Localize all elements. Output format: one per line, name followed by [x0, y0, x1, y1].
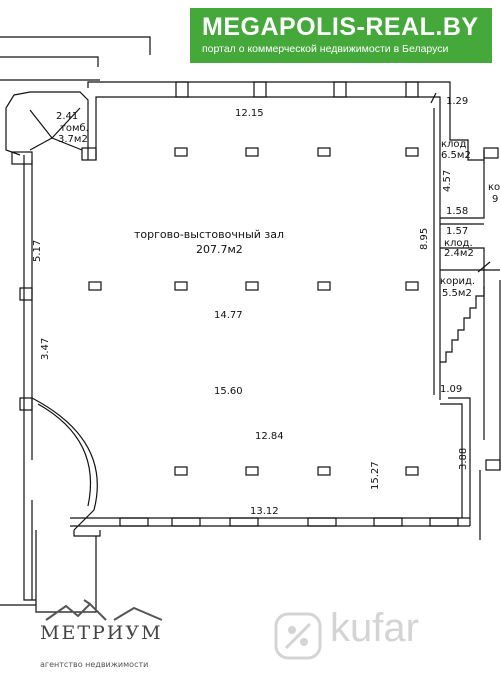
window — [11, 151, 33, 165]
door-leaf — [73, 509, 95, 531]
column — [317, 147, 331, 157]
dim-12-84: 12.84 — [255, 431, 284, 442]
site-tagline: портал о коммерческой недвижимости в Бел… — [202, 43, 449, 55]
stairs — [440, 286, 485, 363]
column — [174, 466, 188, 476]
column — [174, 281, 188, 291]
window — [19, 287, 33, 301]
edge-label-ko: ко — [488, 182, 500, 193]
corridor-name: корид. — [440, 276, 475, 287]
window — [119, 517, 149, 527]
column — [317, 281, 331, 291]
dim-1-29: 1.29 — [446, 96, 468, 107]
storage2-name: клод. — [444, 238, 473, 249]
storage1-name: клод. — [441, 139, 470, 150]
dim-3-88: 3.88 — [458, 448, 469, 470]
wall-right-lower-inner — [440, 403, 463, 518]
site-banner[interactable]: MEGAPOLIS-REAL.BY портал о коммерческой … — [190, 8, 492, 63]
edge-label-9: 9 — [492, 194, 498, 205]
column — [245, 147, 259, 157]
wall-bottom-outer — [73, 530, 101, 537]
dim-4-57: 4.57 — [442, 170, 453, 192]
dim-1-57: 1.57 — [446, 226, 468, 237]
storage2-area: 2.4м2 — [444, 248, 474, 259]
window — [81, 147, 97, 161]
tambour-diagonal-2 — [29, 137, 83, 151]
agency-name: МЕТРИУМ — [40, 622, 163, 644]
dim-1-09: 1.09 — [440, 384, 462, 395]
site-name: MEGAPOLIS-REAL.BY — [202, 13, 479, 41]
entrance-step — [35, 530, 97, 613]
storage1-area: 6.5м2 — [441, 150, 471, 161]
column — [405, 466, 419, 476]
tambour-wall-2 — [5, 94, 21, 156]
dim-2-41: 2.41 — [56, 111, 78, 122]
dim-1-58: 1.58 — [446, 206, 468, 217]
dim-13-12: 13.12 — [250, 506, 279, 517]
dim-15-27: 15.27 — [370, 461, 381, 490]
agency-subtitle: агентство недвижимости — [40, 660, 149, 669]
column — [405, 281, 419, 291]
corridor-area: 5.5м2 — [442, 288, 472, 299]
wall-top-inner — [95, 96, 441, 160]
dim-15-60: 15.60 — [214, 386, 243, 397]
column — [405, 147, 419, 157]
tambour-area: 3.7м2 — [58, 134, 88, 145]
exterior-line-top2 — [0, 56, 99, 67]
window — [333, 81, 347, 98]
window — [253, 81, 267, 98]
column — [245, 466, 259, 476]
corner-mark — [430, 92, 437, 104]
window — [429, 517, 459, 527]
wall-top-outer — [87, 81, 484, 161]
storage2-wall — [440, 247, 485, 270]
window — [485, 459, 501, 471]
exterior-line-top — [0, 36, 151, 55]
window — [307, 517, 337, 527]
window — [483, 147, 499, 159]
window — [171, 517, 201, 527]
door-arc — [31, 397, 98, 511]
window — [373, 517, 403, 527]
kufar-logo-icon — [274, 612, 322, 660]
tambour-wall — [13, 91, 89, 160]
dim-8-95: 8.95 — [419, 228, 430, 250]
tambour-name: томб. — [60, 123, 89, 134]
wall-left-outer — [23, 155, 36, 601]
window — [405, 81, 419, 98]
door-arc-inner — [37, 403, 92, 507]
dim-12-15: 12.15 — [235, 108, 264, 119]
storage-wall — [440, 150, 485, 219]
corridor-door — [477, 261, 491, 273]
window — [19, 397, 33, 411]
window — [175, 81, 189, 98]
wall-right-lower — [448, 397, 471, 526]
watermark-text: kufar — [330, 606, 419, 650]
column — [317, 466, 331, 476]
metrium-logo-icon — [45, 599, 163, 621]
window — [229, 517, 259, 527]
main-room-area: 207.7м2 — [196, 243, 243, 256]
main-room-name: торгово-выстовочный зал — [134, 228, 284, 241]
column — [245, 281, 259, 291]
dim-5-17: 5.17 — [32, 240, 43, 262]
dim-14-77: 14.77 — [214, 310, 243, 321]
column — [174, 147, 188, 157]
dim-3-47: 3.47 — [40, 338, 51, 360]
column — [88, 281, 102, 291]
